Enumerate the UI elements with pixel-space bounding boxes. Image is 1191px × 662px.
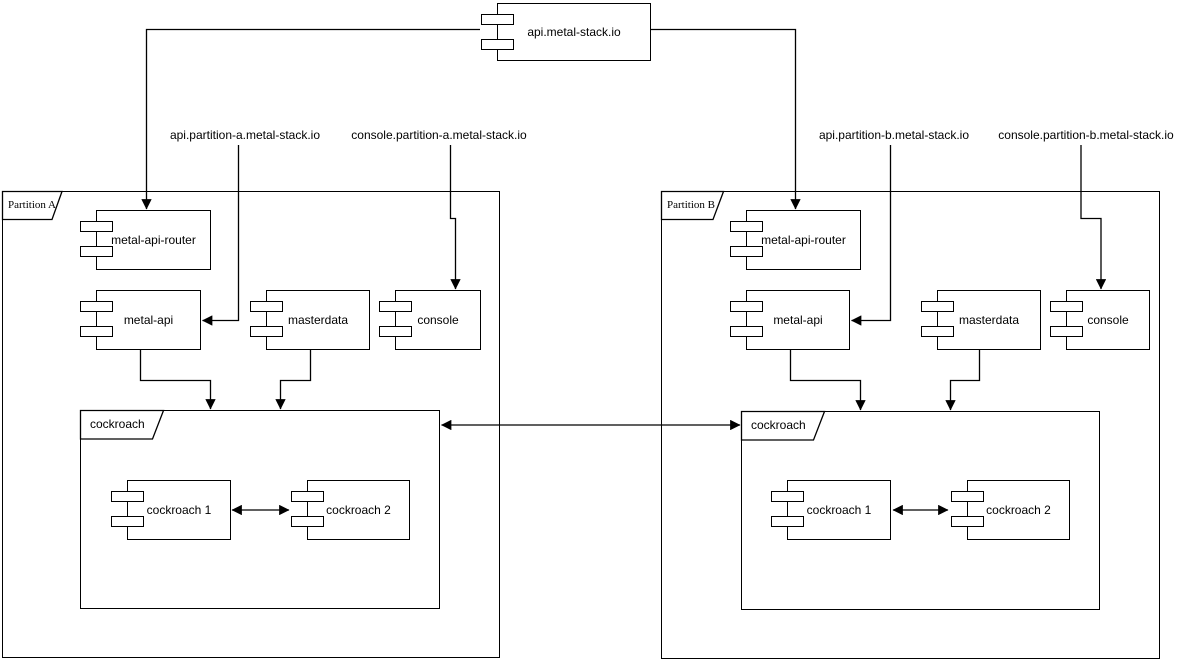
component-metal-api-b: metal-api [730, 290, 850, 350]
component-api-metal-stack-io: api.metal-stack.io [481, 3, 651, 61]
component-label: api.metal-stack.io [527, 25, 621, 39]
connector-console-a-to-console [449, 145, 461, 290]
component-masterdata-b: masterdata [921, 290, 1041, 350]
component-icon [80, 326, 113, 337]
dns-label-api-partition-a: api.partition-a.metal-stack.io [169, 128, 321, 142]
component-icon [379, 301, 412, 312]
component-console-b: console [1050, 290, 1150, 350]
partition-b-tab [660, 190, 725, 221]
connector-metal-api-a-to-cockroach [139, 350, 216, 410]
component-label: metal-api [773, 313, 823, 327]
connector-masterdata-b-to-cockroach [945, 350, 981, 411]
connector-console-b-to-console [1080, 145, 1107, 290]
component-icon [379, 326, 412, 337]
connector-top-to-router-b [651, 28, 801, 210]
component-icon [730, 221, 763, 232]
component-masterdata-a: masterdata [250, 290, 370, 350]
component-icon [921, 326, 954, 337]
component-icon [111, 491, 144, 502]
component-icon [951, 516, 984, 527]
connector-metal-api-b-to-cockroach [789, 350, 866, 411]
component-icon [771, 516, 804, 527]
component-label: metal-api-router [111, 233, 196, 247]
component-icon [1050, 301, 1083, 312]
dns-label-console-partition-a: console.partition-a.metal-stack.io [351, 128, 527, 142]
component-icon [730, 301, 763, 312]
partition-a-tab [1, 190, 63, 221]
component-label: cockroach 1 [806, 503, 872, 517]
component-icon [1050, 326, 1083, 337]
component-icon [291, 491, 324, 502]
component-label: console [417, 313, 459, 327]
connector-top-to-router-a [141, 28, 480, 210]
component-metal-api-router-a: metal-api-router [80, 210, 211, 270]
component-icon [481, 39, 514, 50]
connector-api-a-to-metal-api [201, 145, 240, 326]
component-icon [921, 301, 954, 312]
component-label: cockroach 1 [146, 503, 212, 517]
dns-label-api-partition-b: api.partition-b.metal-stack.io [818, 128, 970, 142]
component-label: masterdata [958, 313, 1020, 327]
dns-label-console-partition-b: console.partition-b.metal-stack.io [998, 128, 1174, 142]
component-metal-api-a: metal-api [80, 290, 201, 350]
component-icon [951, 491, 984, 502]
component-icon [250, 326, 283, 337]
component-cockroach2-b: cockroach 2 [951, 480, 1070, 540]
component-icon [730, 246, 763, 257]
component-icon [111, 516, 144, 527]
component-icon [80, 246, 113, 257]
cockroach-b-tab [740, 410, 826, 441]
component-icon [771, 491, 804, 502]
component-metal-api-router-b: metal-api-router [730, 210, 861, 270]
component-label: console [1087, 313, 1129, 327]
component-icon [730, 326, 763, 337]
cockroach-package-a-frame [80, 410, 440, 609]
component-label: cockroach 2 [326, 503, 391, 517]
cockroach-package-b-frame [741, 411, 1100, 610]
component-icon [80, 221, 113, 232]
connector-masterdata-a-to-cockroach [275, 350, 312, 410]
component-icon [80, 301, 113, 312]
component-icon [291, 516, 324, 527]
component-label: metal-api-router [761, 233, 846, 247]
connector-api-b-to-metal-api [850, 145, 892, 326]
component-icon [481, 14, 514, 25]
component-cockroach2-a: cockroach 2 [291, 480, 410, 540]
component-cockroach1-a: cockroach 1 [111, 480, 231, 540]
cockroach-a-tab [79, 409, 165, 440]
component-label: cockroach 2 [986, 503, 1051, 517]
component-cockroach1-b: cockroach 1 [771, 480, 891, 540]
component-console-a: console [379, 290, 481, 350]
component-icon [250, 301, 283, 312]
component-label: masterdata [287, 313, 349, 327]
component-label: metal-api [123, 313, 174, 327]
